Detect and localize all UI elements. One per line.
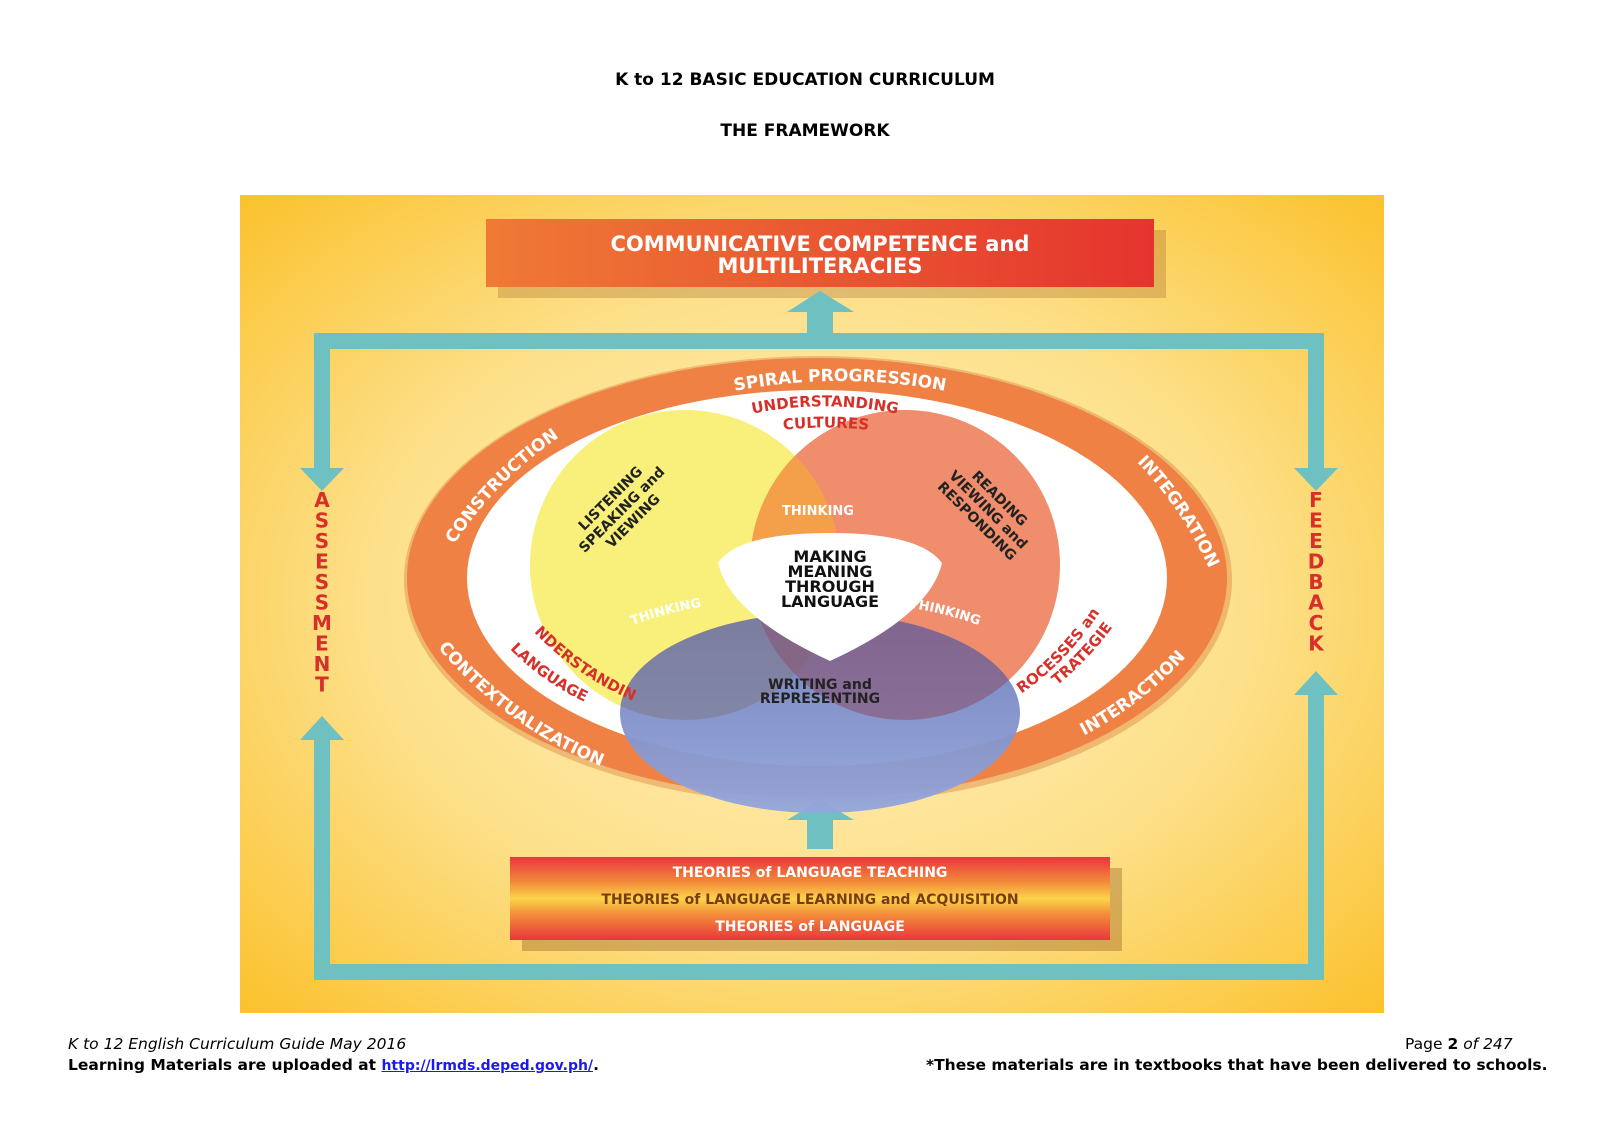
theory-learning: THEORIES of LANGUAGE LEARNING and ACQUIS… <box>601 892 1018 908</box>
footer-note: *These materials are in textbooks that h… <box>926 1056 1548 1074</box>
feedbackText-letter: C <box>1309 611 1324 635</box>
footer-guide: K to 12 English Curriculum Guide May 201… <box>68 1035 407 1053</box>
center-lens <box>718 533 942 661</box>
feedbackText-letter: K <box>1308 632 1325 656</box>
feedback-loop-frame <box>300 333 1338 980</box>
feedbackText-letter: E <box>1309 529 1323 553</box>
theory-teaching: THEORIES of LANGUAGE TEACHING <box>673 865 948 881</box>
assessmentText-letter: N <box>314 652 331 676</box>
goal-line-2: MULTILITERACIES <box>718 254 923 278</box>
materials-end: . <box>593 1056 599 1074</box>
up-arrow-to-goal <box>787 291 854 336</box>
framework-diagram: COMMUNICATIVE COMPETENCE and MULTILITERA… <box>240 195 1384 1013</box>
assessmentText-letter: E <box>315 550 329 574</box>
page-title: K to 12 BASIC EDUCATION CURRICULUM <box>615 70 995 90</box>
assessmentText-letter: A <box>314 488 330 512</box>
footer-materials: Learning Materials are uploaded at http:… <box>68 1056 599 1074</box>
feedbackText-letter: B <box>1308 570 1323 594</box>
materials-link[interactable]: http://lrmds.deped.gov.ph/ <box>381 1058 594 1074</box>
assessmentText-letter: S <box>315 509 329 533</box>
goal-line-1: COMMUNICATIVE COMPETENCE and <box>611 232 1030 256</box>
feedbackText-letter: A <box>1308 591 1324 615</box>
assessmentText-letter: S <box>315 591 329 615</box>
assessmentText-letter: E <box>315 632 329 656</box>
materials-text: Learning Materials are uploaded at <box>68 1056 377 1074</box>
goal-box: COMMUNICATIVE COMPETENCE and MULTILITERA… <box>486 219 1166 298</box>
assessmentText-letter: M <box>312 611 332 635</box>
page-prefix: Page <box>1405 1035 1443 1053</box>
feedbackText-letter: D <box>1308 550 1325 574</box>
svg-text:THROUGH: THROUGH <box>785 577 875 596</box>
feedbackText-letter: F <box>1309 488 1323 512</box>
assessmentText-letter: S <box>315 529 329 553</box>
center-label: MAKING MEANING THROUGH LANGUAGE <box>781 547 879 611</box>
theory-language: THEORIES of LANGUAGE <box>715 919 905 935</box>
theories-box: THEORIES of LANGUAGE TEACHING THEORIES o… <box>510 857 1122 951</box>
label-understanding-cultures-2: CULTURES <box>782 413 870 433</box>
venn-diagram <box>530 410 1060 813</box>
page-total: of 247 <box>1463 1035 1513 1053</box>
feedbackText-letter: E <box>1309 509 1323 533</box>
footer-page-number: Page 2 of 247 <box>1405 1035 1513 1053</box>
page-number: 2 <box>1447 1035 1459 1053</box>
svg-text:LANGUAGE: LANGUAGE <box>781 592 879 611</box>
svg-text:MEANING: MEANING <box>787 562 872 581</box>
svg-text:MAKING: MAKING <box>793 547 866 566</box>
page-subtitle: THE FRAMEWORK <box>720 121 890 141</box>
label-thinking-top: THINKING <box>782 504 854 519</box>
assessmentText-letter: T <box>315 673 329 697</box>
label-writing-1: WRITING and <box>768 677 872 693</box>
assessmentText-letter: S <box>315 570 329 594</box>
label-writing-2: REPRESENTING <box>760 691 880 707</box>
